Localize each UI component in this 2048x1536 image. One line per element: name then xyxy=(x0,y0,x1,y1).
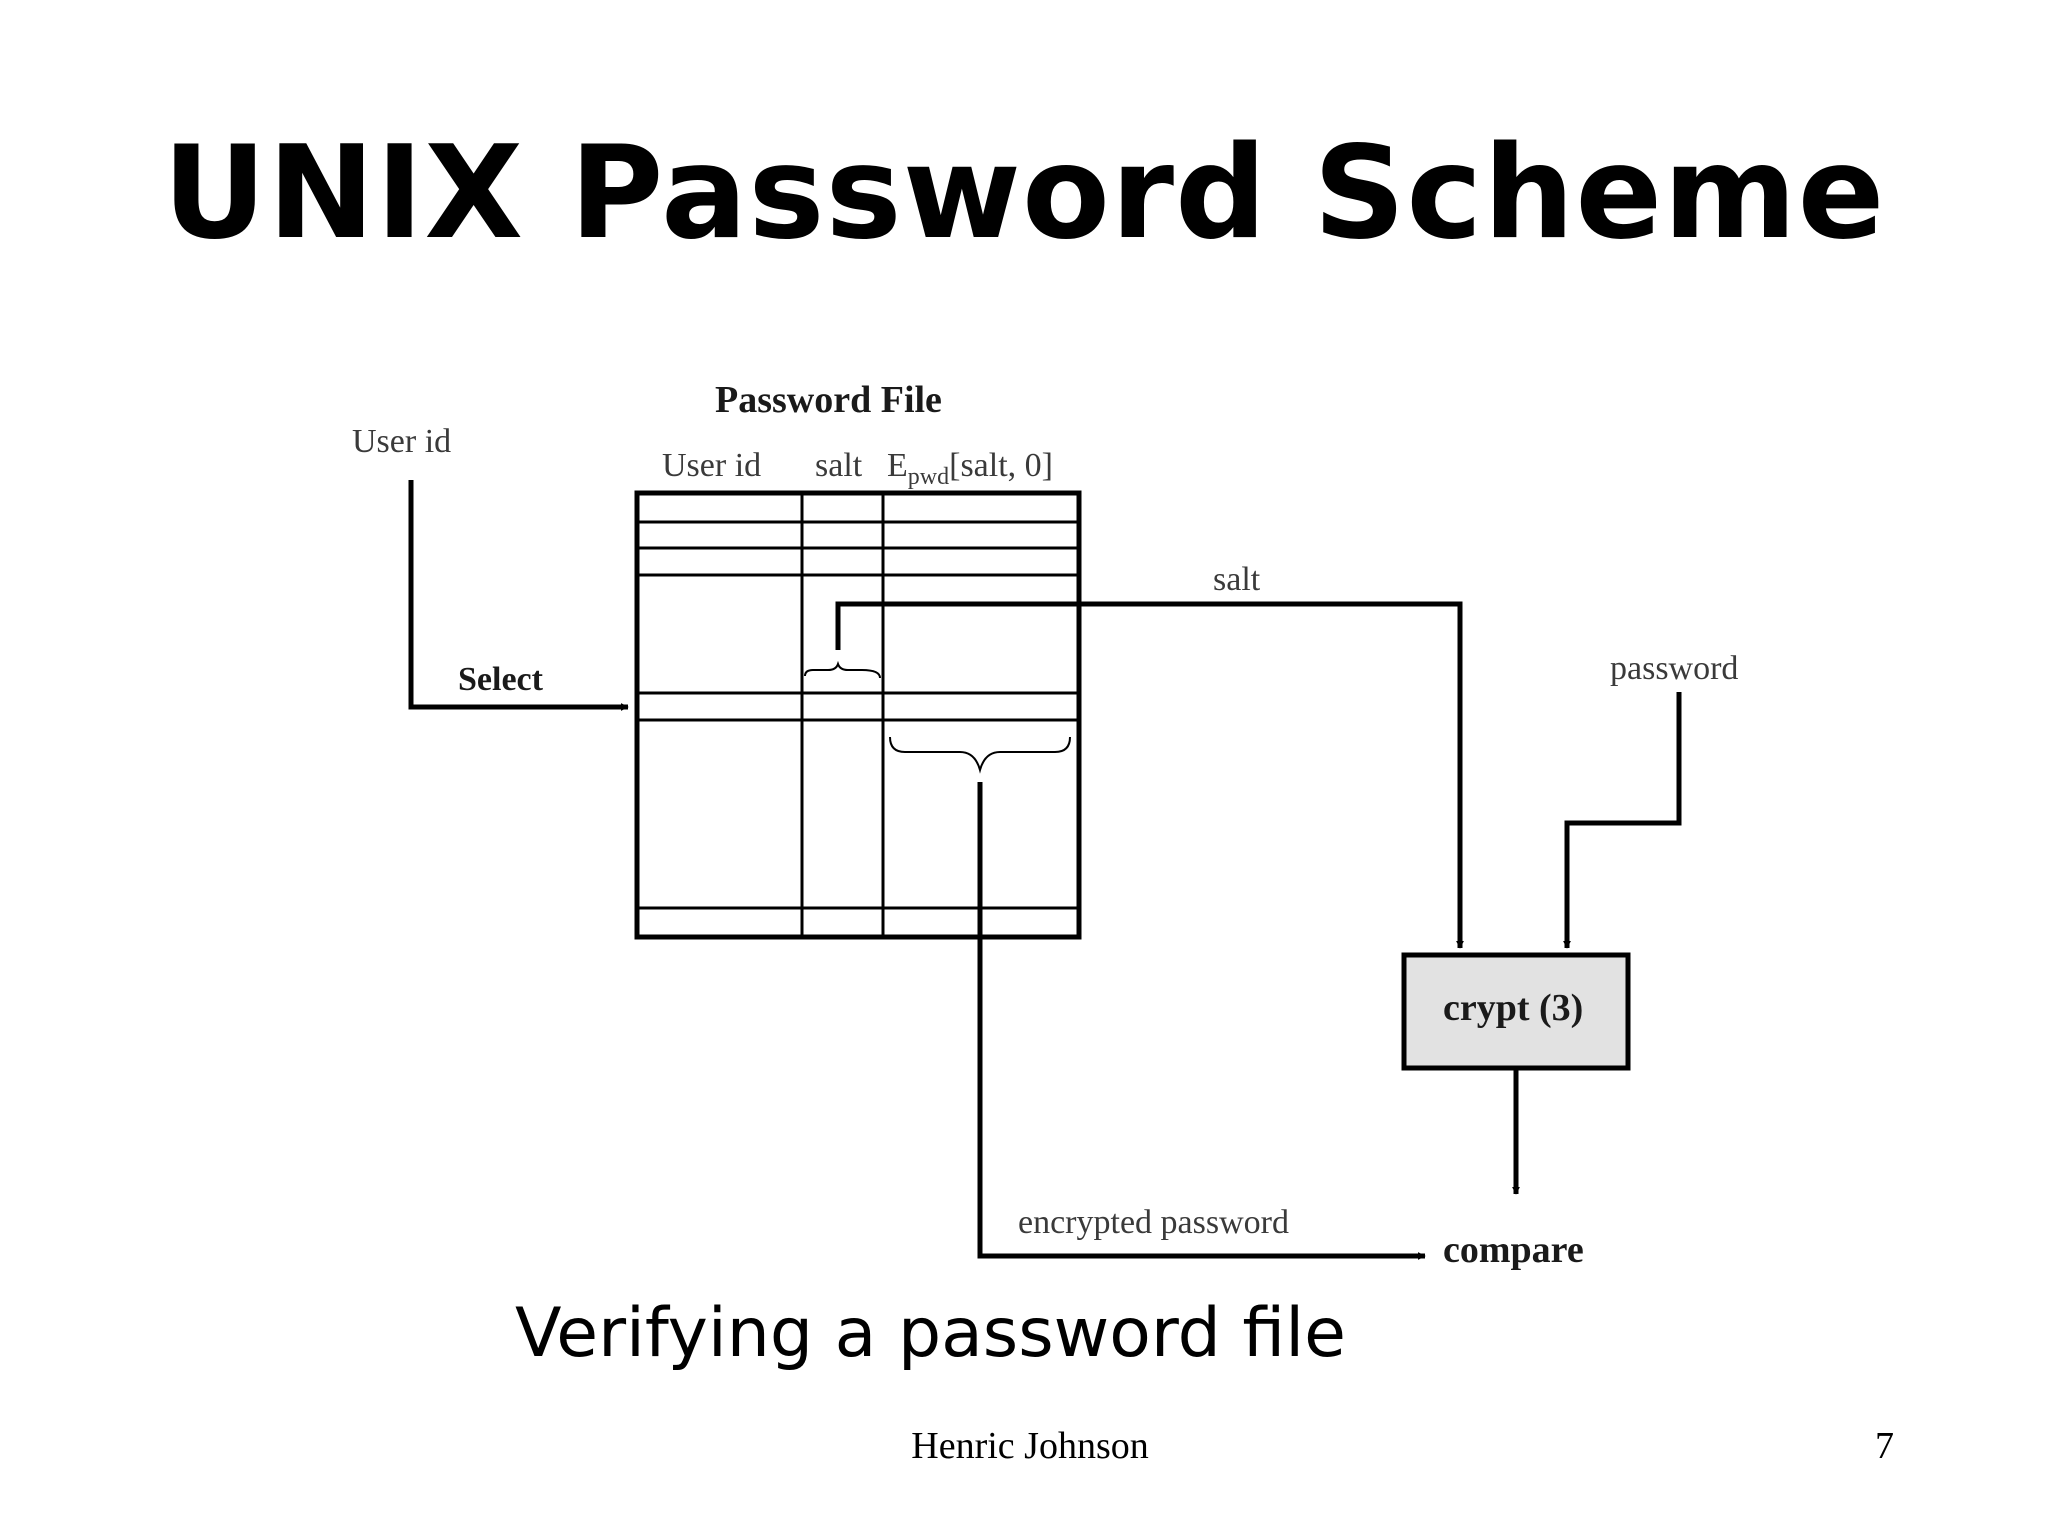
column-header-user-id: User id xyxy=(662,447,761,484)
password-file-table xyxy=(634,490,1082,940)
epwd-base: E xyxy=(887,447,908,484)
select-label: Select xyxy=(458,661,544,698)
diagram-caption: Verifying a password file xyxy=(515,1294,1346,1373)
footer-author: Henric Johnson xyxy=(911,1425,1149,1467)
password-file-title: Password File xyxy=(715,379,942,421)
epwd-args: [salt, 0] xyxy=(949,447,1053,484)
password-label: password xyxy=(1610,650,1738,687)
salt-label: salt xyxy=(1213,561,1261,598)
select-arrow xyxy=(408,480,629,711)
encrypted-password-label: encrypted password xyxy=(1018,1204,1289,1241)
encrypted-password-arrow xyxy=(977,782,1426,1260)
compare-label: compare xyxy=(1443,1229,1584,1271)
epwd-subscript: pwd xyxy=(908,464,949,490)
crypt-label: crypt (3) xyxy=(1443,987,1583,1029)
crypt-box xyxy=(1401,952,1631,1071)
user-id-label: User id xyxy=(352,423,451,460)
page-number: 7 xyxy=(1875,1425,1894,1467)
password-arrow xyxy=(1563,692,1682,949)
column-header-epwd: Epwd[salt, 0] xyxy=(887,447,1053,490)
encrypted-password-brace xyxy=(889,736,1071,774)
salt-arrow xyxy=(835,601,1464,949)
slide-title: UNIX Password Scheme xyxy=(162,119,1886,268)
table-border xyxy=(634,490,1082,940)
column-header-salt: salt xyxy=(815,447,863,484)
salt-brace xyxy=(804,660,881,679)
